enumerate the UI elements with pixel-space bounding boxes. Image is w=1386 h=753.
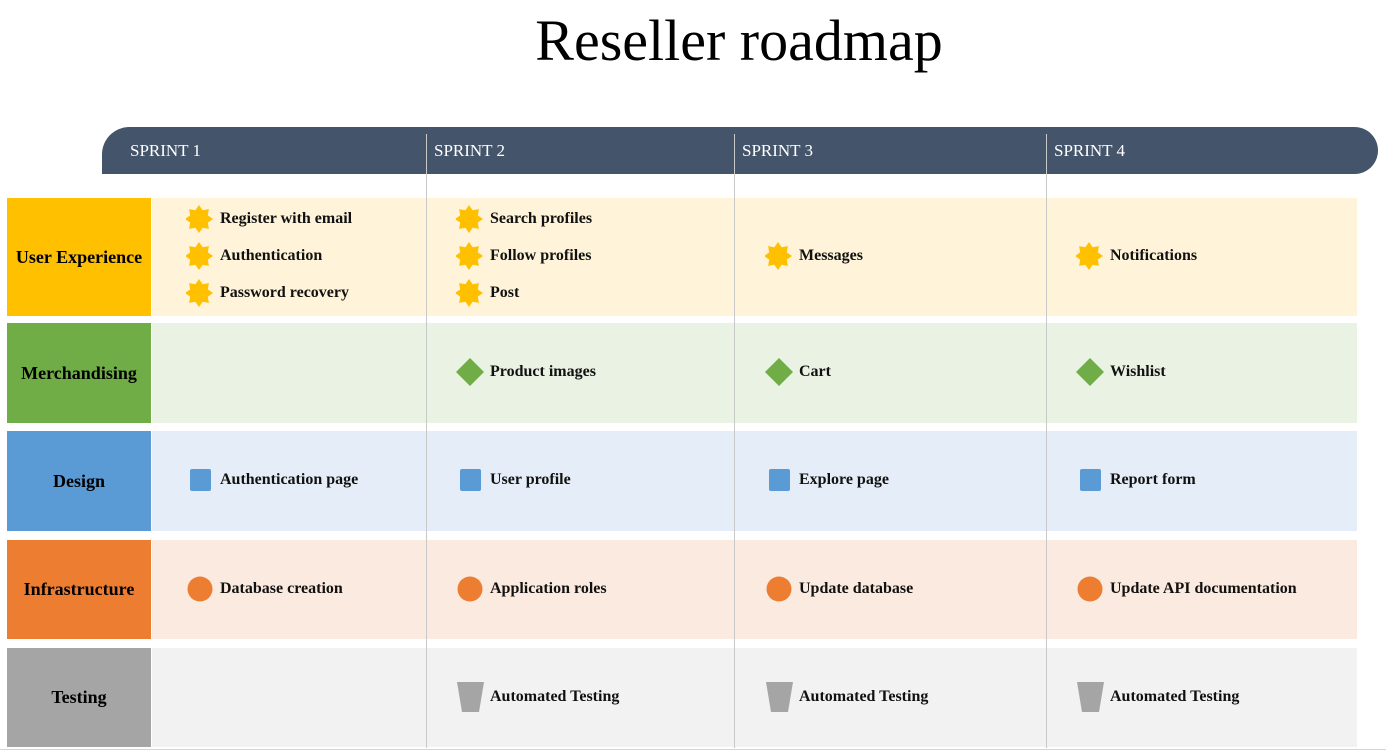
- bottom-divider: [0, 749, 1386, 750]
- sprint-4-header: SPRINT 4: [1054, 141, 1126, 160]
- page-title: Reseller roadmap: [535, 8, 943, 73]
- roadmap-item-label: Password recovery: [220, 284, 349, 301]
- roadmap-item-label: Report form: [1110, 471, 1196, 488]
- roadmap-item: Follow profiles: [456, 240, 591, 272]
- circle-icon: [765, 573, 793, 605]
- roadmap-item-label: Messages: [799, 247, 863, 264]
- star-icon: [456, 277, 484, 309]
- row-background: [152, 323, 1357, 423]
- roadmap-item: Report form: [1076, 464, 1196, 496]
- row-background: [152, 648, 1357, 747]
- roadmap-item: Cart: [765, 356, 831, 388]
- roadmap-item: Password recovery: [186, 277, 349, 309]
- roadmap-item: Automated Testing: [1076, 681, 1239, 713]
- roadmap-item-label: Authentication page: [220, 471, 359, 488]
- roadmap-item: Database creation: [186, 573, 343, 605]
- roadmap-item: Search profiles: [456, 203, 592, 235]
- sprint-3-header: SPRINT 3: [742, 141, 814, 160]
- roadmap-item: Notifications: [1076, 240, 1197, 272]
- star-icon: [186, 240, 214, 272]
- roadmap-item-label: Automated Testing: [799, 687, 929, 705]
- row-background: [152, 198, 1357, 316]
- roadmap-item: Messages: [765, 240, 863, 272]
- roadmap-item-label: Automated Testing: [1110, 687, 1240, 705]
- roadmap-item-label: Update database: [799, 579, 914, 597]
- trapezoid-icon: [456, 681, 484, 713]
- trapezoid-icon: [1076, 681, 1104, 713]
- sprint-1-header: SPRINT 1: [130, 141, 202, 160]
- roadmap-item: Register with email: [186, 203, 352, 235]
- roadmap-item-label: Follow profiles: [490, 247, 592, 264]
- square-icon: [186, 464, 214, 496]
- sprint-divider: [426, 134, 427, 748]
- trapezoid-icon: [765, 681, 793, 713]
- roadmap-item-label: Notifications: [1110, 247, 1198, 264]
- circle-icon: [186, 573, 214, 605]
- roadmap-item: Update API documentation: [1076, 573, 1297, 605]
- roadmap-item-label: Wishlist: [1110, 363, 1166, 380]
- star-icon: [456, 240, 484, 272]
- roadmap-item: Authentication page: [186, 464, 358, 496]
- roadmap-item-label: Post: [490, 284, 520, 301]
- sprint-2-header: SPRINT 2: [434, 141, 506, 160]
- row-label: Testing: [7, 648, 151, 747]
- circle-icon: [456, 573, 484, 605]
- roadmap-item: Update database: [765, 573, 913, 605]
- square-icon: [1076, 464, 1104, 496]
- row-background: [152, 431, 1357, 531]
- star-icon: [186, 277, 214, 309]
- roadmap-item-label: Update API documentation: [1110, 579, 1297, 597]
- roadmap-item-label: Search profiles: [490, 210, 593, 227]
- roadmap-item: Automated Testing: [765, 681, 928, 713]
- row-label: User Experience: [7, 198, 151, 316]
- roadmap-item-label: Explore page: [799, 471, 889, 488]
- roadmap-item: Wishlist: [1076, 356, 1166, 388]
- star-icon: [1076, 240, 1104, 272]
- roadmap-item: User profile: [456, 464, 571, 496]
- roadmap-item-label: Authentication: [220, 247, 323, 264]
- row-label: Merchandising: [7, 323, 151, 423]
- star-icon: [186, 203, 214, 235]
- square-icon: [765, 464, 793, 496]
- diamond-icon: [456, 356, 484, 388]
- roadmap-item: Explore page: [765, 464, 889, 496]
- roadmap-item: Post: [456, 277, 519, 309]
- roadmap-item-label: Cart: [799, 363, 831, 380]
- star-icon: [765, 240, 793, 272]
- roadmap-item: Application roles: [456, 573, 607, 605]
- row-label: Design: [7, 431, 151, 531]
- roadmap-item-label: User profile: [490, 471, 571, 488]
- roadmap-item-label: Product images: [490, 363, 596, 380]
- roadmap-item: Automated Testing: [456, 681, 619, 713]
- roadmap-item-label: Automated Testing: [490, 687, 620, 705]
- row-background: [152, 540, 1357, 639]
- star-icon: [456, 203, 484, 235]
- roadmap-item: Authentication: [186, 240, 322, 272]
- sprint-header-bar: [102, 127, 1378, 174]
- diamond-icon: [1076, 356, 1104, 388]
- roadmap-item: Product images: [456, 356, 596, 388]
- diamond-icon: [765, 356, 793, 388]
- circle-icon: [1076, 573, 1104, 605]
- sprint-divider: [734, 134, 735, 748]
- roadmap-item-label: Application roles: [490, 579, 607, 597]
- roadmap-item-label: Database creation: [220, 579, 343, 597]
- sprint-divider: [1046, 134, 1047, 748]
- row-label: Infrastructure: [7, 540, 151, 639]
- square-icon: [456, 464, 484, 496]
- roadmap-item-label: Register with email: [220, 210, 353, 227]
